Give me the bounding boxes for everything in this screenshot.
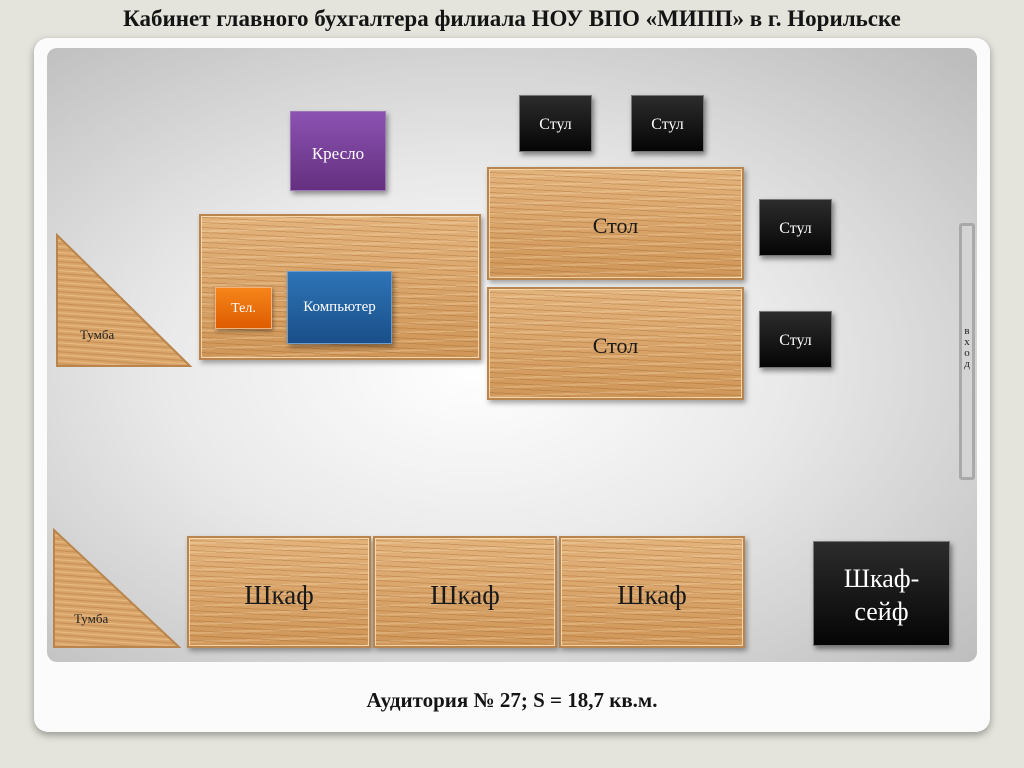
chair-right-upper: Стул (759, 199, 832, 256)
chair-label: Стул (539, 116, 572, 133)
room-caption: Аудитория № 27; S = 18,7 кв.м. (366, 688, 658, 712)
entrance-door: в х о д (959, 223, 975, 480)
chair-right-lower: Стул (759, 311, 832, 368)
armchair-label: Кресло (311, 144, 365, 163)
chair-label: Стул (779, 220, 812, 237)
computer: Компьютер (287, 271, 392, 344)
phone: Тел. (215, 287, 272, 329)
chair-label: Стул (779, 332, 812, 349)
nightstand-lower (53, 527, 182, 648)
entrance-label: в х о д (964, 325, 970, 370)
cabinet-label: Шкаф (244, 580, 314, 610)
cabinet-1: Шкаф (187, 536, 371, 648)
table-label: Стол (592, 333, 639, 358)
safe-label-line2: сейф (854, 597, 909, 626)
chair-top-left: Стул (519, 95, 592, 152)
cabinet-3: Шкаф (559, 536, 745, 648)
cabinet-2: Шкаф (373, 536, 557, 648)
nightstand-upper (56, 232, 193, 367)
cabinet-label: Шкаф (617, 580, 687, 610)
page-title: Кабинет главного бухгалтера филиала НОУ … (123, 6, 901, 31)
chair-label: Стул (651, 116, 684, 133)
phone-label: Тел. (231, 301, 256, 316)
chair-top-right: Стул (631, 95, 704, 152)
cabinet-label: Шкаф (430, 580, 500, 610)
table-upper: Стол (487, 167, 744, 280)
safe-cabinet: Шкаф- сейф (813, 541, 950, 646)
safe-label-line1: Шкаф- (843, 564, 920, 593)
armchair: Кресло (290, 111, 386, 191)
nightstand-label: Тумба (74, 611, 109, 626)
nightstand-label: Тумба (80, 327, 115, 342)
computer-label: Компьютер (303, 299, 376, 315)
table-label: Стол (592, 213, 639, 238)
table-lower: Стол (487, 287, 744, 400)
